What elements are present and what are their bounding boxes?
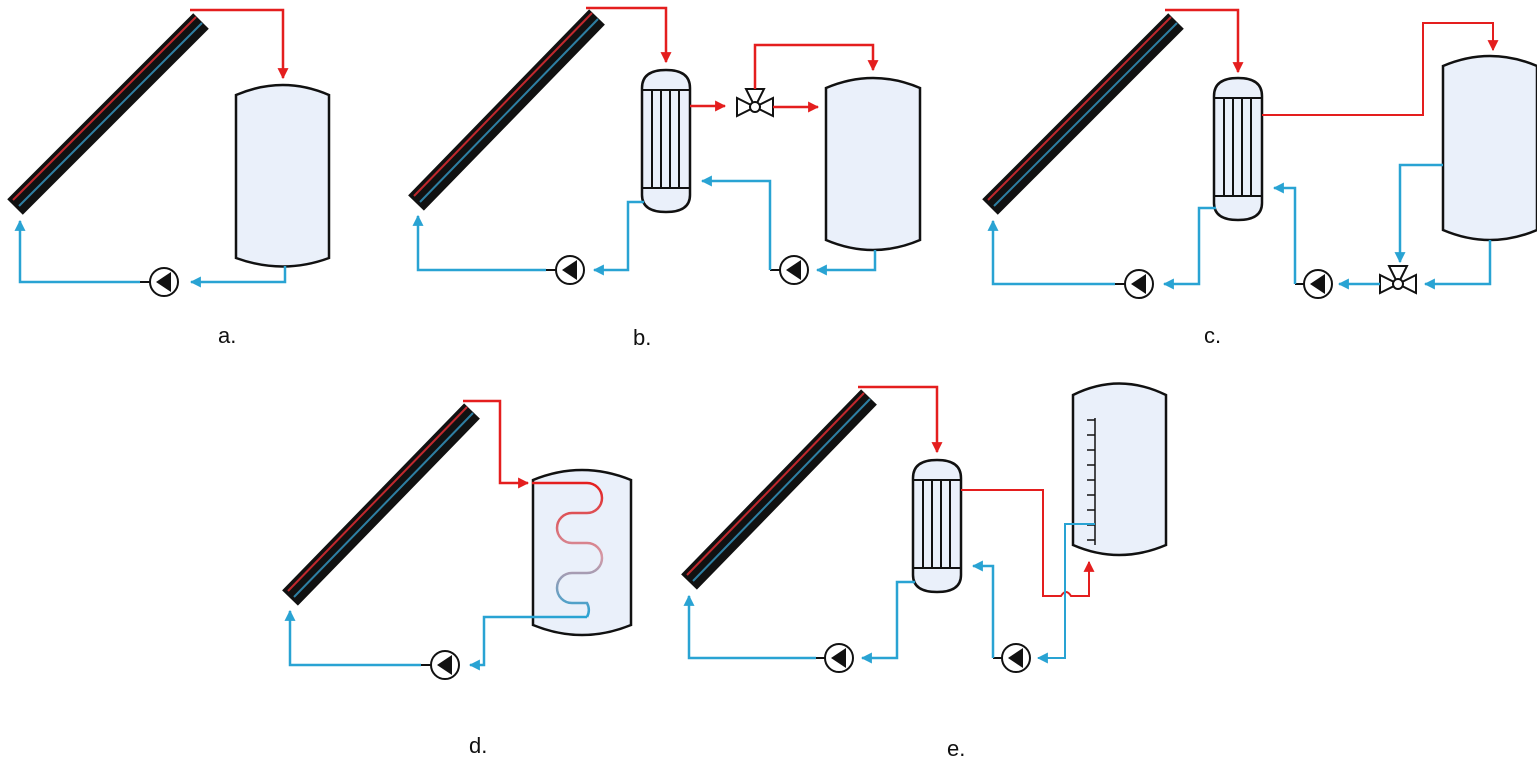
hot-exchanger-to-tank-pipe [961,489,1095,597]
storage-tank-icon [1441,54,1537,242]
pump-icon [140,267,179,297]
panel-c: c. [982,8,1537,348]
cold-exchanger-inlet-pipe [700,175,772,270]
hot-supply-pipe [586,6,672,64]
cold-collector-inlet-pipe [14,219,140,284]
pump-icon [993,643,1031,673]
three-way-valve-icon [1379,265,1417,295]
cold-collector-inlet-pipe [412,214,546,272]
pump-icon [816,643,854,673]
storage-tank-icon [531,468,633,637]
storage-tank-icon [234,83,331,268]
cold-tank-return-pipe [815,250,877,276]
cold-exchanger-outlet-pipe [1162,206,1216,290]
solar-collector-icon [408,9,605,211]
cold-tank-return-pipe [1036,523,1095,664]
panel-d: d. [282,399,633,758]
hot-supply-pipe [1165,8,1244,74]
pump-icon [546,255,585,285]
solar-collector-icon [982,13,1184,215]
cold-return-pipe [189,266,287,288]
panel-label-e: e. [947,736,965,761]
solar-collector-icon [282,403,480,606]
panel-a: a. [7,8,331,348]
solar-collector-icon [7,13,209,215]
heat-exchanger-icon [640,68,692,214]
pump-icon [770,255,809,285]
cold-exchanger-inlet-pipe [1272,182,1297,284]
hot-bypass-pipe [753,43,879,89]
three-way-valve-icon [736,88,774,118]
cold-collector-inlet-pipe [987,219,1115,286]
pump-icon [421,650,460,680]
storage-tank-icon [824,76,922,252]
cold-collector-inlet-pipe [683,594,816,660]
panel-label-c: c. [1204,323,1221,348]
pump-icon [1115,269,1154,299]
hot-supply-pipe [858,385,943,454]
panel-label-d: d. [469,733,487,758]
hot-supply-pipe [190,8,289,80]
cold-exchanger-outlet-pipe [592,200,644,276]
cold-exchanger-outlet-pipe [860,580,915,664]
cold-exchanger-inlet-pipe [971,560,995,658]
panel-b: b. [408,6,922,350]
cold-tank-bottom-pipe [1423,240,1492,290]
coil-heat-exchanger-icon [532,481,604,618]
heat-exchanger-icon [1212,76,1264,222]
cold-tank-to-valve-pipe [1394,163,1443,264]
hot-exchanger-to-tank-pipe [1262,22,1499,116]
pump-icon [1295,269,1333,299]
cold-return-pipe [468,615,587,671]
heat-exchanger-icon [911,458,963,594]
storage-tank-icon [1071,382,1168,557]
hot-supply-pipe [463,399,530,489]
panel-e: e. [681,382,1168,761]
panel-label-a: a. [218,323,236,348]
cold-collector-inlet-pipe [284,609,421,667]
panel-label-b: b. [633,325,651,350]
solar-collector-icon [681,389,877,590]
